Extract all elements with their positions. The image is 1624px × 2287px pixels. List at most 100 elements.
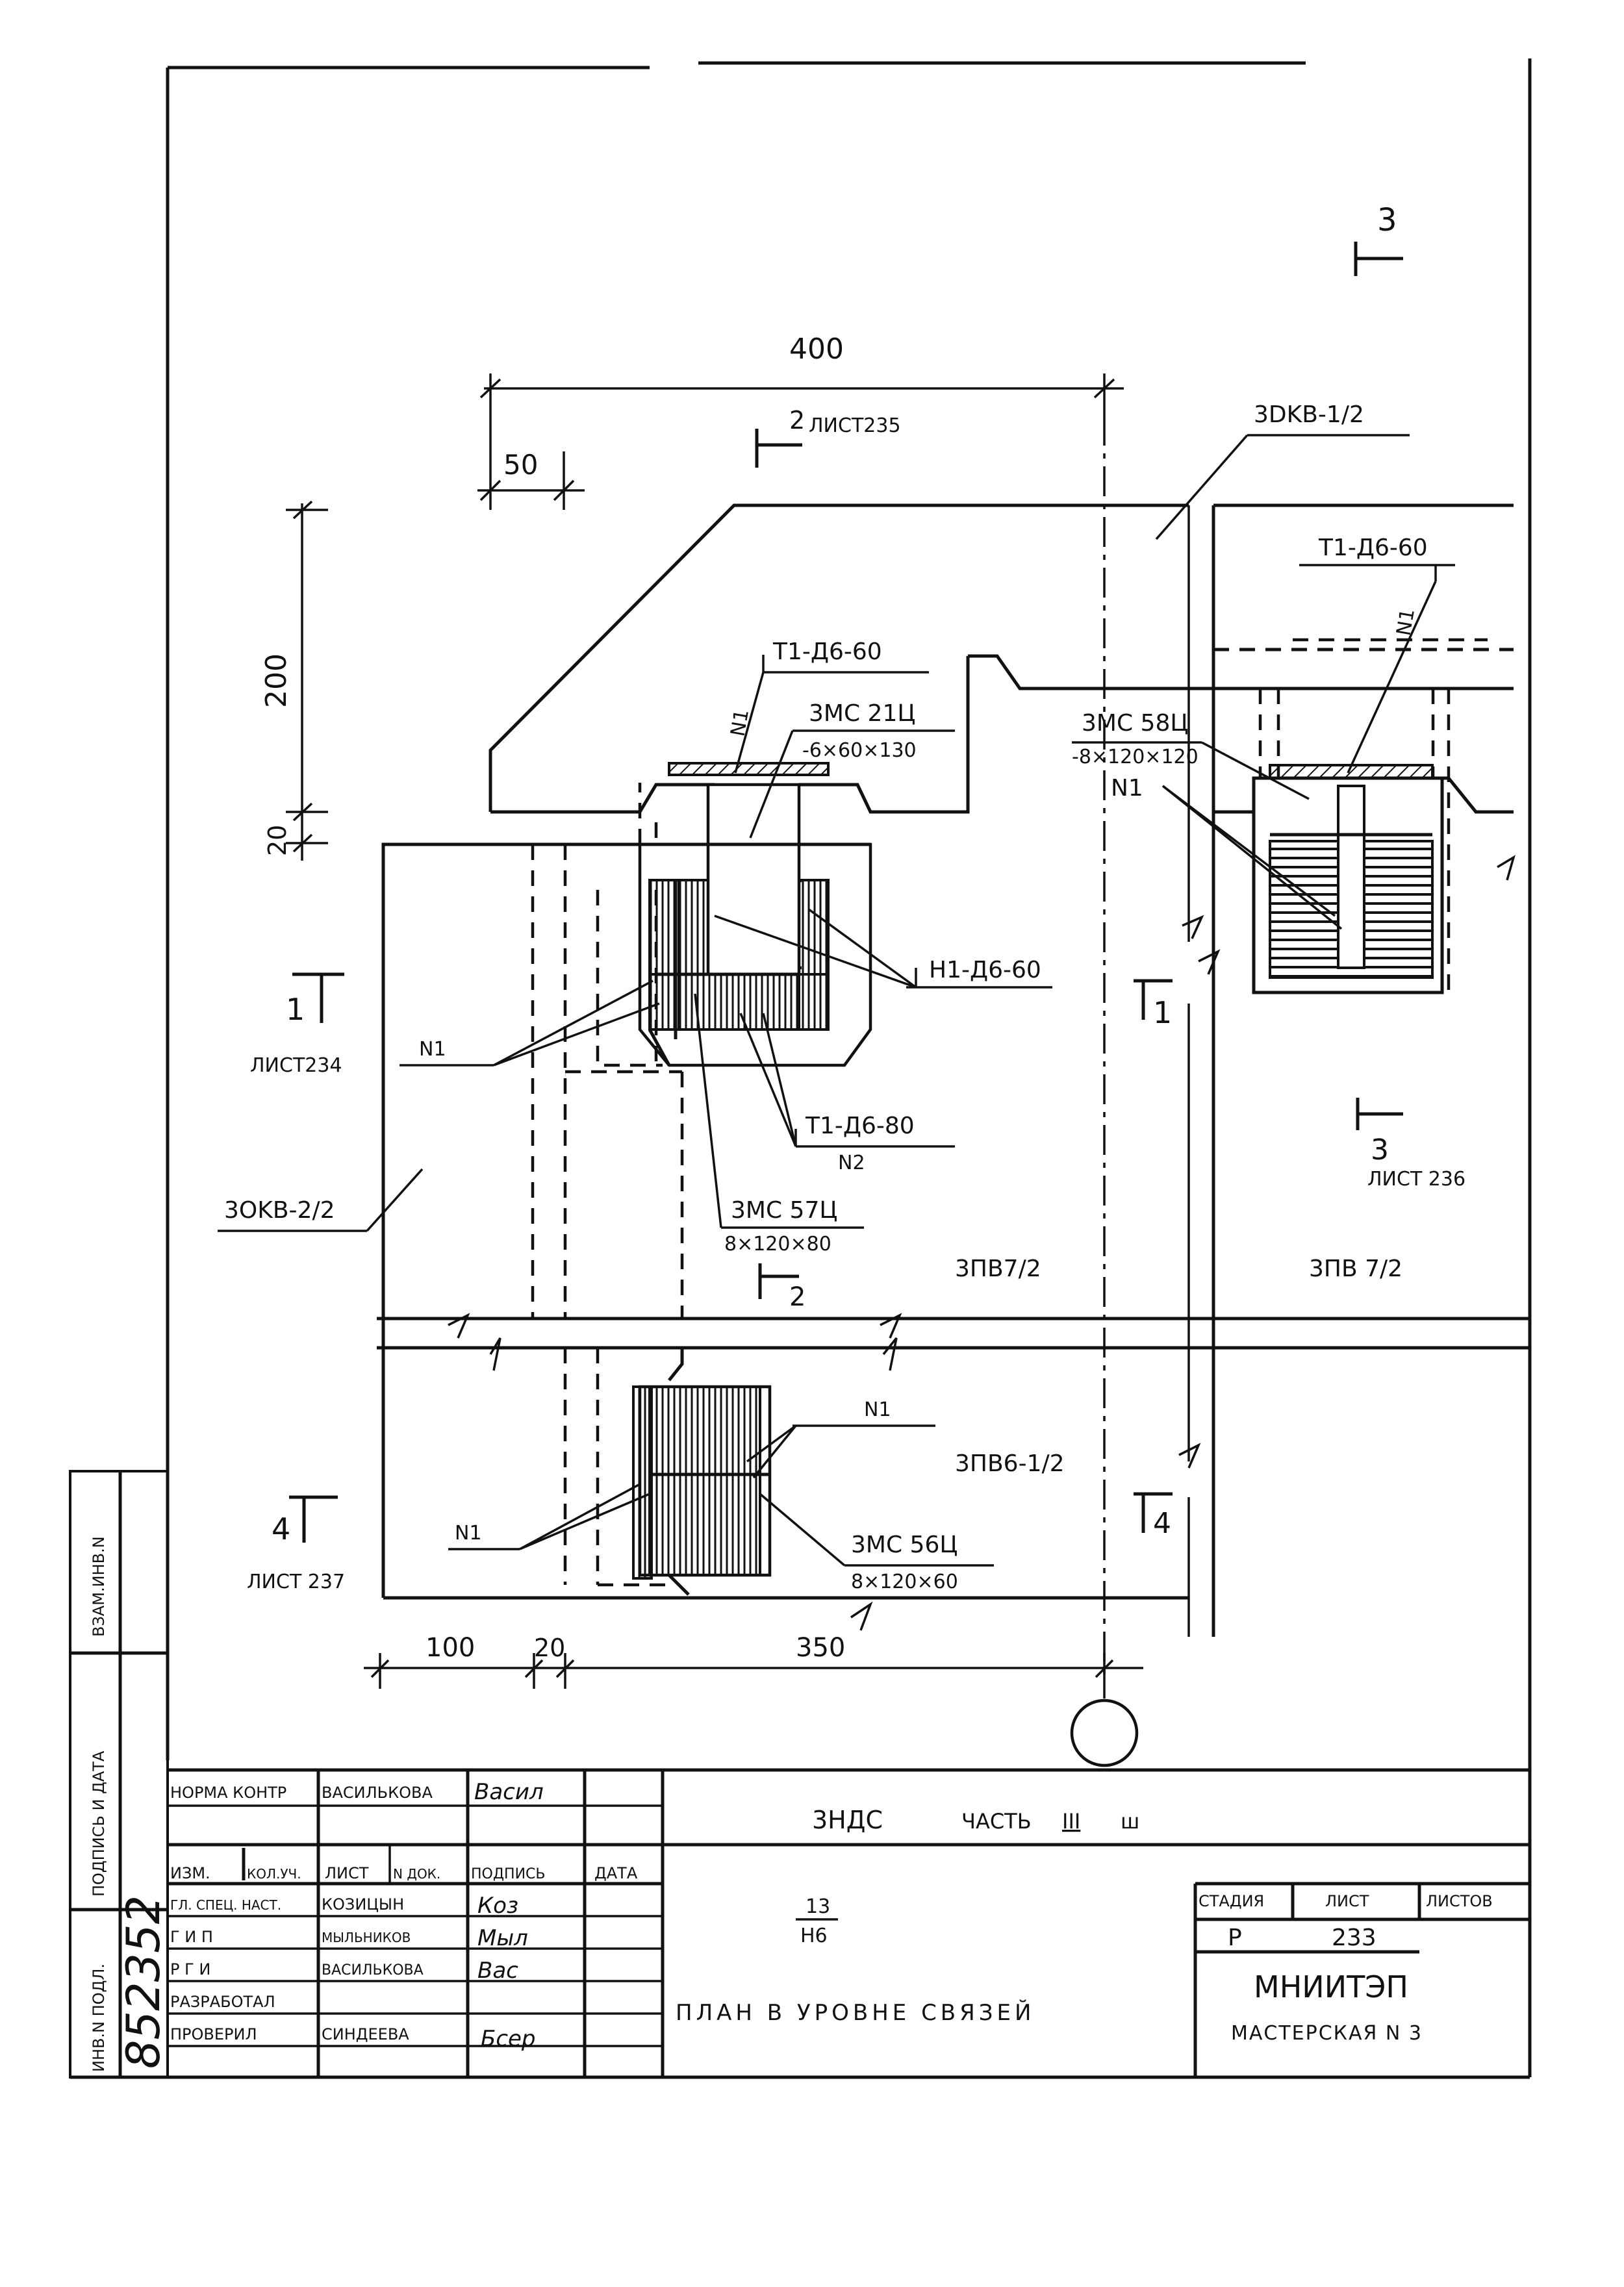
callout-zmc57-top: 3MC 57Ц [731, 1197, 837, 1224]
callout-n1-bottom-left: N1 [455, 1522, 482, 1545]
tb-header-data: ДАТА [594, 1864, 638, 1882]
callout-panel-right: 3ПВ 7/2 [1309, 1256, 1402, 1282]
tb-row-4-name: ВАСИЛЬКОВА [322, 1962, 424, 1978]
callout-n1-bottom-right: N1 [864, 1398, 891, 1421]
side-stamp-handwritten-number: 852352 [117, 1895, 170, 2069]
tb-project-part-num: III [1062, 1809, 1080, 1834]
callout-t1-mid-bot: N2 [838, 1152, 865, 1174]
dim-left-height-small: 20 [263, 825, 292, 856]
section-3-number: 3 [1371, 1133, 1389, 1167]
tb-project-suffix: ш [1121, 1809, 1139, 1834]
section-4-sheet: ЛИСТ 237 [247, 1571, 345, 1593]
section-mark-3-corner: 3 [1354, 202, 1403, 276]
tb-row-6-signature: Бсер [481, 2026, 536, 2052]
callout-n1-left: N1 [419, 1038, 446, 1061]
dim-bottom-b: 20 [534, 1634, 565, 1662]
section-3-sheet: ЛИСТ 236 [1367, 1168, 1465, 1191]
section-4-right-number: 4 [1153, 1507, 1171, 1540]
tb-row-3-name: МЫЛЬНИКОВ [322, 1930, 411, 1945]
side-stamp-label-2: ВЗАМ.ИНВ.N [90, 1536, 108, 1637]
dim-left-height: 200 [260, 653, 293, 708]
callout-t1-mid-top: T1-Д6-80 [805, 1113, 915, 1139]
callout-h1: H1-Д6-60 [929, 957, 1041, 983]
section-2-top-number: 2 [789, 406, 805, 435]
tb-row-0-name: ВАСИЛЬКОВА [322, 1784, 433, 1802]
dim-top-offset: 50 [503, 449, 538, 481]
tb-org: МНИИТЭП [1254, 1969, 1408, 2004]
tb-row-2-signature: Коз [477, 1893, 518, 1919]
callout-slab-left: 3OKB-2/2 [224, 1197, 335, 1224]
embedded-part-zmc57 [638, 762, 872, 1067]
tb-row-4-role: Р Г И [170, 1960, 210, 1978]
callouts: 3DKB-1/2 T1-Д6-60 N1 3MC 21Ц -6×60×130 T… [218, 401, 1455, 1593]
dim-top-width: 400 [789, 333, 844, 366]
tb-row-0-signature: Васил [474, 1779, 544, 1805]
callout-zmc58-top: 3MC 58Ц [1082, 710, 1188, 737]
tb-row-5-role: РАЗРАБОТАЛ [170, 1993, 275, 2011]
section-1-number: 1 [286, 992, 305, 1027]
callout-n1-top-diag-right: N1 [1392, 607, 1419, 637]
callout-zmc21-top: 3MC 21Ц [809, 700, 915, 727]
tb-project-code: 3НДС [812, 1806, 883, 1834]
section-2-top-sheet: ЛИСТ235 [809, 414, 901, 437]
tb-row-0-role: НОРМА КОНТР [170, 1784, 286, 1802]
tb-stage-label: СТАДИЯ [1199, 1892, 1264, 1910]
embedded-part-zmc56 [632, 1348, 772, 1596]
tb-row-6-name: СИНДЕЕВА [322, 2025, 409, 2043]
tb-row-3-signature: Мыл [477, 1925, 528, 1951]
dim-bottom-c: 350 [796, 1633, 845, 1663]
section-mark-2-mid: 2 [758, 1263, 806, 1312]
side-stamp-label-1: ПОДПИСЬ И ДАТА [90, 1750, 108, 1897]
callout-zmc58-bot: -8×120×120 [1072, 746, 1199, 768]
side-stamp: ИНВ.N ПОДЛ. ПОДПИСЬ И ДАТА ВЗАМ.ИНВ.N 85… [69, 1470, 170, 2079]
tb-sheets-label: ЛИСТОВ [1426, 1892, 1493, 1910]
section-mark-4-right: 4 [1134, 1492, 1173, 1540]
dim-bottom-a: 100 [425, 1633, 475, 1663]
callout-t1-top-left: T1-Д6-60 [772, 638, 882, 665]
callout-n1-top-diag: N1 [726, 707, 754, 738]
tb-workshop: МАСТЕРСКАЯ N 3 [1231, 2022, 1423, 2045]
section-mark-1-right: 1 [1134, 979, 1173, 1030]
axis-bubble [1070, 1699, 1139, 1767]
dimension-lines: 400 50 200 20 100 20 350 [260, 333, 1143, 1689]
section-1-sheet: ЛИСТ234 [250, 1054, 342, 1077]
embedded-part-zmc58 [1252, 764, 1444, 994]
tb-row-3-role: Г И П [170, 1928, 213, 1946]
callout-t1-top-right: T1-Д6-60 [1318, 535, 1428, 561]
section-mark-3-number: 3 [1377, 202, 1397, 238]
section-4-number: 4 [272, 1511, 290, 1547]
tb-header-izm: ИЗМ. [170, 1864, 210, 1882]
break-symbols [448, 855, 1516, 1631]
tb-stage: Р [1228, 1925, 1242, 1951]
tb-header-kol: КОЛ.УЧ. [247, 1866, 301, 1882]
tb-sheet: 233 [1332, 1925, 1377, 1951]
tb-header-ndok: N ДОК. [393, 1866, 440, 1882]
sheet-frame [70, 58, 1532, 2079]
tb-project-part: ЧАСТЬ [961, 1809, 1032, 1834]
callout-zmc57-bot: 8×120×80 [724, 1233, 831, 1256]
section-1-right-number: 1 [1153, 995, 1172, 1030]
tb-header-podpis: ПОДПИСЬ [471, 1866, 546, 1882]
section-mark-2-top: 2 ЛИСТ235 [755, 406, 901, 468]
section-mark-3: 3 ЛИСТ 236 [1356, 1098, 1465, 1191]
tb-sheet-label: ЛИСТ [1325, 1892, 1369, 1910]
callout-zmc56-top: 3MC 56Ц [851, 1532, 958, 1558]
callout-n1-right: N1 [1111, 775, 1143, 802]
tb-drawing-ref-top: 13 [806, 1895, 830, 1918]
callout-zmc56-bot: 8×120×60 [851, 1571, 958, 1593]
tb-row-6-role: ПРОВЕРИЛ [170, 2025, 257, 2043]
section-mark-1: 1 ЛИСТ234 [250, 972, 344, 1077]
plan-outline [377, 503, 1530, 1637]
callout-zmc21-bot: -6×60×130 [802, 739, 917, 762]
section-2-mid-number: 2 [789, 1282, 806, 1312]
tb-header-list: ЛИСТ [325, 1864, 369, 1882]
tb-row-2-role: ГЛ. СПЕЦ. НАСТ. [170, 1897, 281, 1913]
callout-panel-bottom: 3ПВ6-1/2 [955, 1450, 1065, 1477]
section-mark-4: 4 ЛИСТ 237 [247, 1495, 345, 1593]
title-block: ИЗМ. КОЛ.УЧ. ЛИСТ N ДОК. ПОДПИСЬ ДАТА НО… [168, 1768, 1530, 2077]
tb-row-4-signature: Вас [477, 1958, 518, 1984]
tb-drawing-title: ПЛАН В УРОВНЕ СВЯЗЕЙ [676, 1999, 1035, 2026]
side-stamp-label-0: ИНВ.N ПОДЛ. [90, 1964, 108, 2072]
callout-panel-center: 3ПВ7/2 [955, 1256, 1041, 1282]
